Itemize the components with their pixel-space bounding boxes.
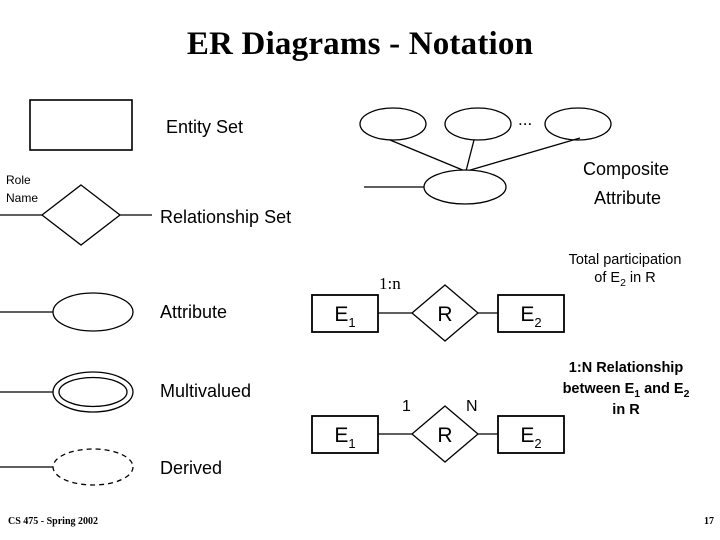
- row2-left-cardinality-label: 1: [402, 398, 411, 415]
- row2-right-cardinality-label: N: [466, 398, 478, 415]
- multivalued-label: Multivalued: [160, 381, 252, 401]
- composite-child-ellipse-1: [359, 107, 427, 141]
- note-subscript-2: 2: [620, 277, 626, 289]
- composite-link-3: [466, 137, 581, 172]
- row1-right-entity-box: [497, 294, 565, 333]
- note2-text-and: and E: [640, 381, 684, 397]
- entity-set-shape: [29, 99, 133, 151]
- row1-left-entity-box: [311, 294, 379, 333]
- relationship-set-label: Relationship Set: [160, 207, 292, 227]
- derived-label: Derived: [160, 458, 223, 478]
- footer-course-label: CS 475 - Spring 2002: [8, 516, 99, 527]
- relationship-note-line3: in R: [612, 402, 640, 418]
- row2-left-entity-subscript: 1: [348, 436, 355, 451]
- note2-subscript-2: 2: [683, 388, 690, 400]
- row2-relationship-label: R: [437, 424, 452, 447]
- row1-relationship-label: R: [437, 303, 452, 326]
- total-participation-note-line1: Total participation: [568, 252, 682, 268]
- row1-right-entity-subscript: 2: [534, 315, 541, 330]
- note-text-in-r: in R: [625, 270, 656, 286]
- composite-link-1: [389, 139, 466, 172]
- note-text-of-e: of E: [594, 270, 621, 286]
- note2-subscript-1: 1: [634, 388, 641, 400]
- relationship-note-line2: between E1 and E2: [533, 381, 719, 400]
- total-participation-note-line2: of E2 in R: [530, 270, 720, 289]
- row1-left-entity-subscript: 1: [348, 315, 355, 330]
- relationship-note-line1: 1:N Relationship: [568, 360, 684, 376]
- row2-right-entity-box: [497, 415, 565, 454]
- row2-left-entity-box: [311, 415, 379, 454]
- composite-parent-ellipse: [423, 169, 507, 205]
- attribute-shape: [52, 292, 134, 332]
- multivalued-inner-ellipse: [58, 376, 128, 408]
- composite-ellipsis: ...: [518, 110, 533, 129]
- page-title: ER Diagrams - Notation: [186, 26, 534, 62]
- composite-caption-line2: Attribute: [594, 188, 662, 208]
- relationship-set-shape: [40, 184, 122, 246]
- attribute-label: Attribute: [160, 302, 228, 322]
- entity-set-label: Entity Set: [166, 117, 244, 137]
- composite-child-ellipse-3: [544, 107, 612, 141]
- composite-child-ellipse-2: [444, 107, 512, 141]
- derived-shape: [52, 448, 134, 486]
- footer-page-number: 17: [704, 516, 714, 527]
- row2-relationship-diamond: [410, 405, 480, 463]
- row2-right-entity-subscript: 2: [534, 436, 541, 451]
- role-name-label-line2: Name: [6, 191, 39, 205]
- composite-link-2: [465, 139, 475, 172]
- note2-text-between: between E: [562, 381, 635, 397]
- row1-relationship-diamond: [410, 284, 480, 342]
- composite-caption-line1: Composite: [583, 159, 670, 179]
- role-name-label-line1: Role: [6, 173, 31, 187]
- row1-left-cardinality-label: 1:n: [379, 274, 401, 293]
